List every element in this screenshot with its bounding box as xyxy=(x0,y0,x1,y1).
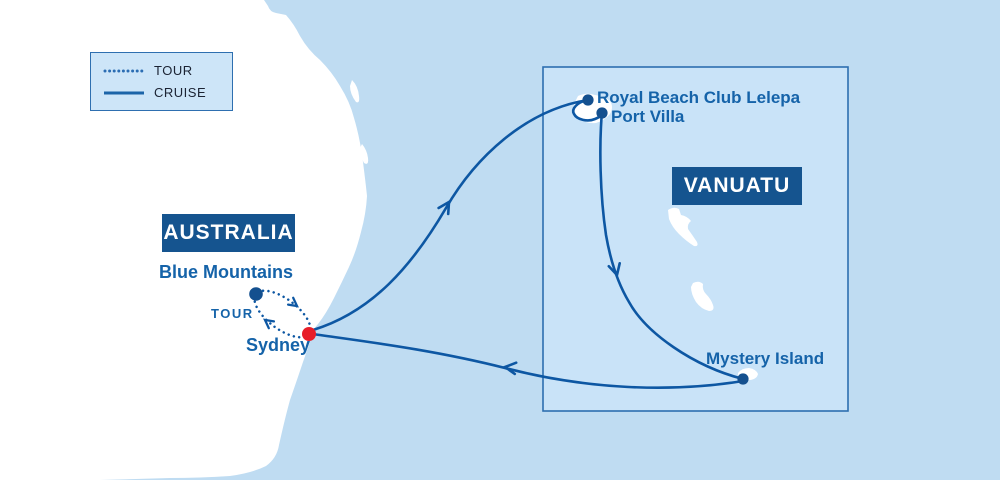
legend-tour-label: TOUR xyxy=(154,63,193,78)
arrow-tour-out-icon xyxy=(286,296,299,308)
tour-line-icon xyxy=(103,69,145,72)
arrow-outbound-icon xyxy=(437,199,451,216)
cruise-line-icon xyxy=(104,91,144,94)
offshore-island-south xyxy=(360,144,369,164)
vanuatu-inset-box xyxy=(542,66,849,412)
legend: TOUR CRUISE xyxy=(90,52,233,111)
tour-annotation-label: TOUR xyxy=(211,306,254,321)
marker-port-villa xyxy=(596,107,608,119)
sydney-label: Sydney xyxy=(246,335,311,355)
vanuatu-island-north xyxy=(668,207,698,247)
arrow-return-icon xyxy=(502,361,518,376)
marker-mystery-island xyxy=(737,373,749,385)
cruise-route-outbound xyxy=(312,98,589,332)
marker-sydney xyxy=(302,327,316,341)
marker-blue-mountains xyxy=(249,287,263,301)
marker-royal-beach-club xyxy=(582,94,594,106)
mystery-island-label: Mystery Island xyxy=(706,349,825,368)
vanuatu-region-badge: VANUATU xyxy=(672,167,802,205)
arrow-tour-back-icon xyxy=(263,318,276,330)
port-villa-label: Port Villa xyxy=(611,107,685,126)
royal-beach-club-label: Royal Beach Club Lelepa xyxy=(597,88,801,107)
blue-mountains-label: Blue Mountains xyxy=(159,262,293,282)
australia-region-badge: AUSTRALIA xyxy=(162,214,295,252)
legend-row-cruise: CRUISE xyxy=(103,85,220,100)
legend-cruise-label: CRUISE xyxy=(154,85,207,100)
arrow-southbound-icon xyxy=(607,262,621,278)
offshore-island-north xyxy=(350,80,360,103)
legend-row-tour: TOUR xyxy=(103,63,220,78)
vanuatu-island-south xyxy=(691,281,714,311)
